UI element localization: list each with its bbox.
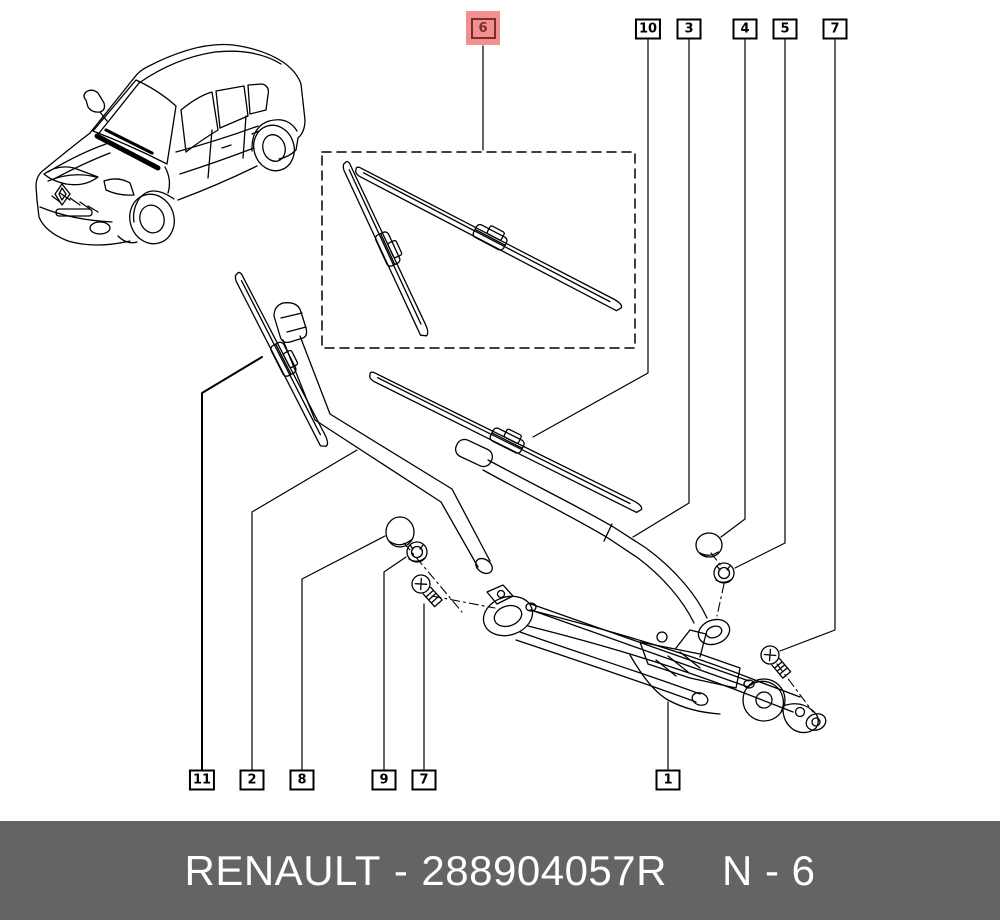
part-11-wiper-blade [234, 271, 329, 447]
callout-8[interactable]: 8 [289, 769, 315, 791]
callout-6[interactable]: 6 [470, 17, 496, 39]
part-3-wiper-arm [454, 438, 731, 646]
callout-11[interactable]: 11 [188, 769, 216, 791]
part-4-pivot-cap [695, 532, 723, 558]
callout-7[interactable]: 7 [822, 18, 848, 40]
footer-bar: RENAULT - 288904057R N - 6 [0, 821, 1000, 920]
callout-5[interactable]: 5 [772, 18, 798, 40]
dashed-selection-box [321, 151, 636, 349]
brand-text: RENAULT [184, 846, 381, 894]
part-8-pivot-cap [385, 516, 415, 548]
callout-1[interactable]: 1 [655, 769, 681, 791]
vehicle-illustration [35, 43, 306, 246]
part-5-pivot-nut [713, 562, 735, 584]
page-ref: N - 6 [721, 846, 816, 894]
part-2-wiper-arm [273, 302, 493, 575]
callout-4[interactable]: 4 [732, 18, 758, 40]
part-6-blade-left [342, 160, 429, 337]
part-reference: RENAULT - 288904057R [185, 847, 667, 895]
leader-lines [201, 39, 836, 771]
part-10-wiper-blade [369, 371, 643, 514]
callout-2[interactable]: 2 [239, 769, 265, 791]
callout-10[interactable]: 10 [634, 18, 662, 40]
part-6-blade-right [355, 166, 623, 312]
callout-9[interactable]: 9 [371, 769, 397, 791]
part-9-pivot-nut [406, 541, 428, 563]
part-1-wiper-linkage-motor [482, 584, 827, 734]
part-7-bolt-left [411, 574, 443, 608]
separator-text: - [393, 846, 409, 894]
callout-3[interactable]: 3 [676, 18, 702, 40]
callout-highlight: 6 [466, 11, 500, 45]
callout-7[interactable]: 7 [411, 769, 437, 791]
car-wiper-bold-stroke [94, 133, 161, 171]
part-number: 288904057R [421, 846, 667, 894]
